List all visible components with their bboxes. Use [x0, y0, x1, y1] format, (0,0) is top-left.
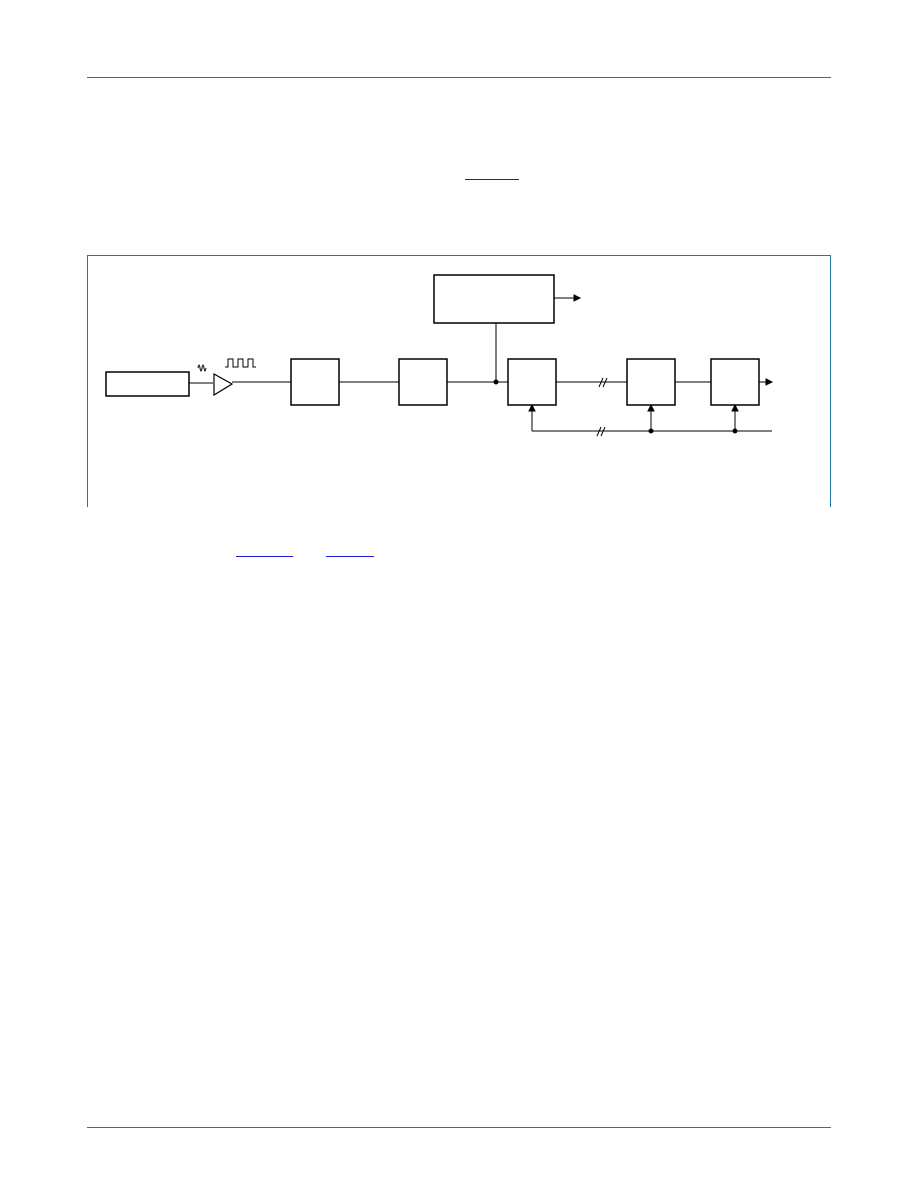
block-diagram — [105, 274, 774, 437]
junction-dot-block4 — [648, 428, 654, 434]
block-1 — [290, 358, 340, 406]
junction-dot-block5 — [732, 428, 738, 434]
reference-link-3[interactable] — [326, 556, 374, 557]
sine-wave-icon — [197, 364, 207, 372]
block-4 — [626, 358, 676, 406]
figure-frame — [87, 255, 831, 507]
top-block-output-arrow — [573, 294, 582, 302]
block5-output-arrow — [765, 378, 774, 386]
block-2 — [398, 358, 448, 406]
bus-to-block4-arrow — [647, 403, 655, 412]
block-3 — [507, 358, 557, 406]
buffer-amplifier-icon — [213, 372, 234, 397]
bus-to-block3-arrow — [528, 403, 536, 412]
header-rule — [87, 77, 831, 78]
top-block — [433, 274, 555, 324]
reference-link-2[interactable] — [236, 556, 293, 557]
bus-to-block5-arrow — [731, 403, 739, 412]
block-5 — [710, 358, 760, 406]
footer-rule — [87, 1127, 831, 1128]
break-mark-upper — [598, 377, 608, 388]
square-wave-icon — [225, 358, 256, 368]
reference-link-1[interactable] — [465, 179, 519, 180]
break-mark-lower — [596, 426, 606, 437]
source-block — [105, 371, 190, 397]
